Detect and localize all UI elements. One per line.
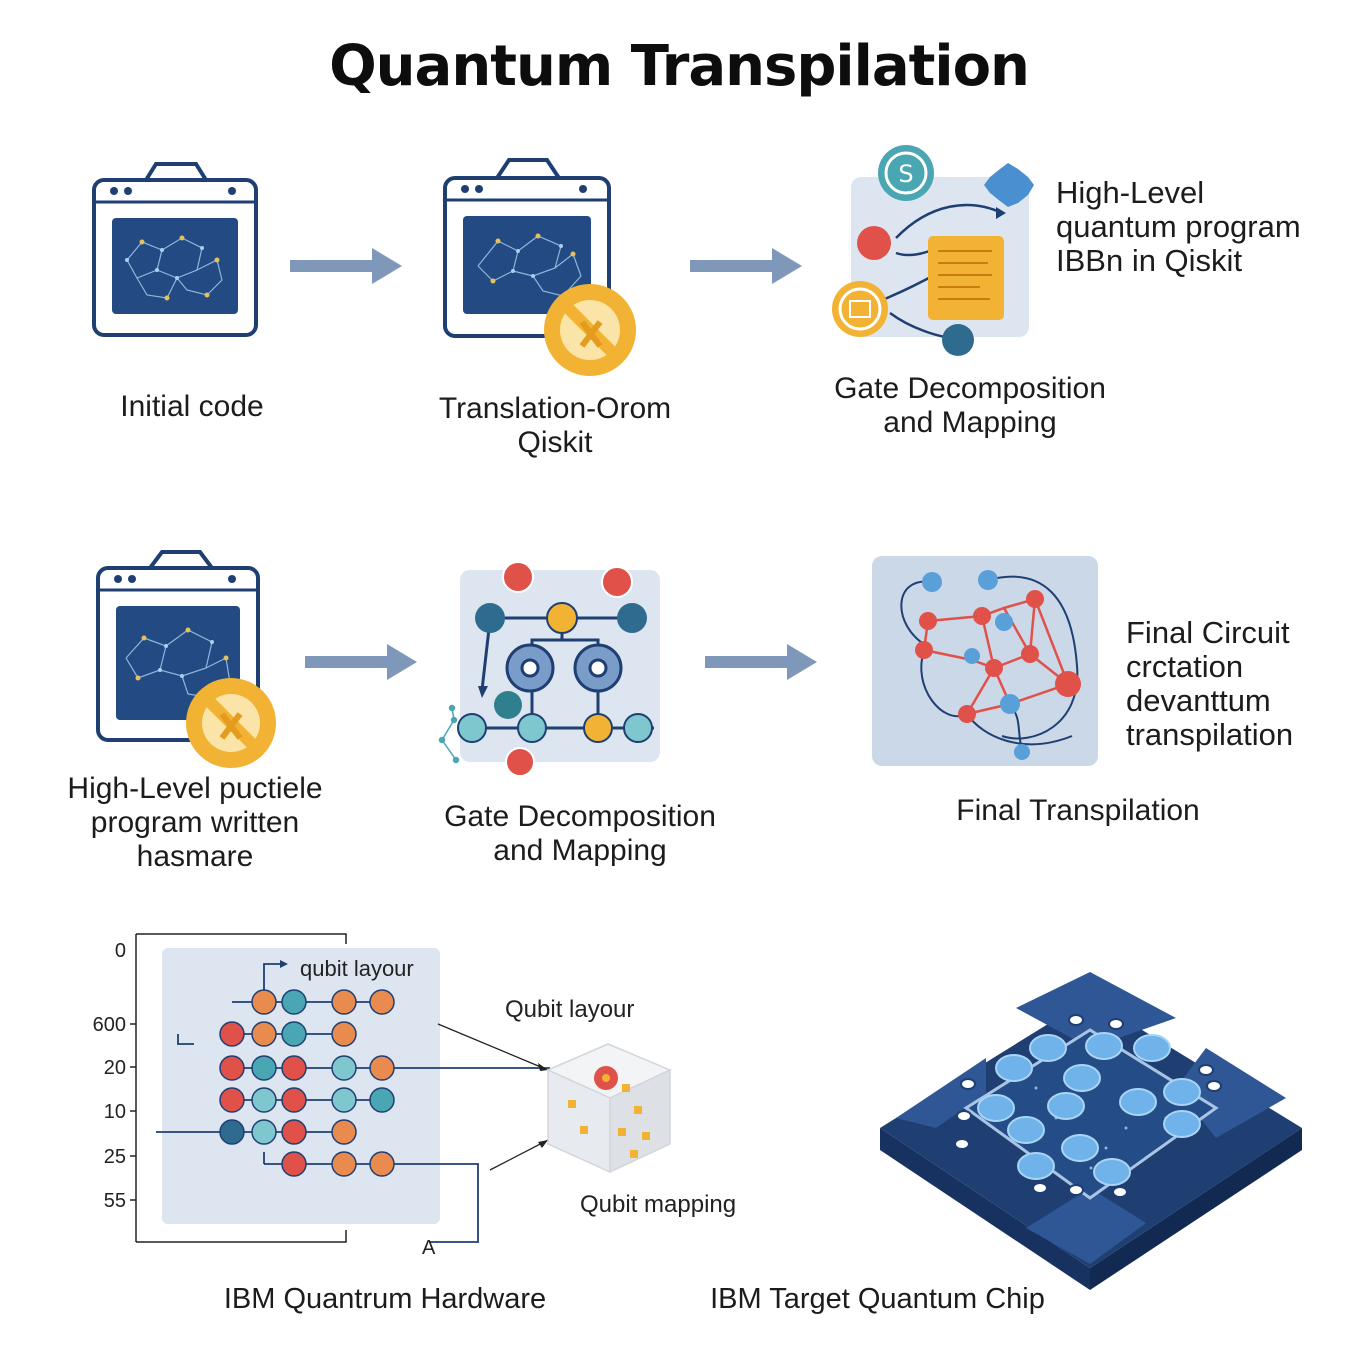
qubit-cube-icon <box>546 1043 672 1174</box>
qubit-layout-grid <box>130 933 550 1243</box>
callout-lines <box>437 1023 549 1171</box>
step-translation-label: Translation-Orom Qiskit <box>438 392 672 459</box>
arrow-right-icon <box>705 644 817 680</box>
callout-qubit-layout: Qubit layour <box>505 996 635 1023</box>
callout-qubit-mapping: Qubit mapping <box>580 1191 737 1218</box>
chat-bubble-icon: S <box>878 145 934 201</box>
quantum-chip-icon <box>880 972 1302 1290</box>
side-note-final-circuit: Final Circuit crctation devanttum transp… <box>1126 615 1294 752</box>
page-title: Quantum Transpilation <box>329 34 1030 99</box>
arrow-right-icon <box>690 248 802 284</box>
no-entry-icon <box>186 678 276 768</box>
chip-icon <box>832 281 888 337</box>
browser-window-icon <box>92 162 258 337</box>
puzzle-icon <box>984 163 1034 207</box>
corner-label: A <box>422 1237 436 1259</box>
arrow-right-icon <box>290 248 402 284</box>
arrow-right-icon <box>305 644 417 680</box>
axis-tick: 25 <box>103 1146 126 1168</box>
axis-tick: 55 <box>103 1190 126 1212</box>
axis-tick: 600 <box>92 1014 126 1036</box>
axis-tick: 10 <box>103 1101 126 1123</box>
hardware-label: IBM Quantrum Hardware <box>223 1283 547 1315</box>
axis-tick: 20 <box>103 1057 126 1079</box>
step-initial-code-label: Initial code <box>120 390 264 423</box>
final-circuit-graph <box>872 556 1098 766</box>
step-final-transpilation-label: Final Transpilation <box>956 794 1200 827</box>
grid-qubit-layout-label: qubit layour <box>300 956 414 981</box>
axis-tick: 0 <box>114 940 126 962</box>
svg-text:S: S <box>898 160 913 188</box>
step-gate-decomposition-label-2: Gate Decomposition and Mapping <box>444 800 716 867</box>
chip-label: IBM Target Quantum Chip <box>710 1283 1045 1315</box>
gate-circuit-panel <box>438 561 660 777</box>
gate-decomposition-panel: S <box>832 145 1034 356</box>
step-gate-decomposition-label: Gate Decomposition and Mapping <box>834 372 1106 439</box>
no-entry-icon <box>544 284 636 376</box>
step-high-level-program-label: High-Level puctiele program written hasm… <box>67 772 323 873</box>
side-note-high-level: High-Level quantum program IBBn in Qiski… <box>1056 175 1301 278</box>
